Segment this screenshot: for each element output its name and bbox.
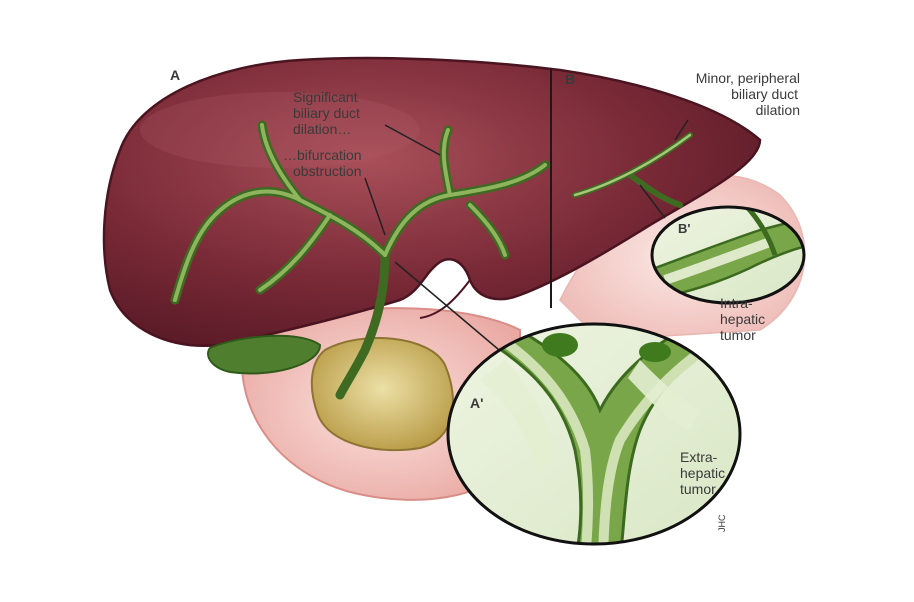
label-extra-3: tumor — [680, 481, 716, 497]
panel-label-a-prime: A' — [470, 395, 483, 411]
label-significant-3: dilation… — [293, 121, 351, 137]
label-extra-1: Extra- — [680, 449, 718, 465]
label-bifurcation-1: …bifurcation — [283, 147, 362, 163]
bile-duct-tree — [170, 120, 693, 400]
label-intra-3: tumor — [720, 327, 756, 343]
pancreatic-mass — [310, 337, 454, 452]
label-significant-2: biliary duct — [293, 105, 360, 121]
panel-label-a: A — [170, 67, 180, 83]
label-minor-1: Minor, peripheral — [696, 70, 800, 86]
label-minor-3: dilation — [756, 102, 800, 118]
gallbladder — [207, 334, 322, 375]
label-bifurcation-2: obstruction — [293, 163, 361, 179]
label-intra-1: Intra- — [720, 295, 753, 311]
magnified-view-a-prime — [446, 322, 742, 546]
label-significant-1: Significant — [293, 89, 358, 105]
label-intra-2: hepatic — [720, 311, 765, 327]
panel-label-b-prime: B' — [678, 221, 690, 236]
labels: A B A' B' Significant biliary duct dilat… — [170, 67, 800, 532]
magnified-view-b-prime — [650, 205, 806, 305]
label-minor-2: biliary duct — [731, 86, 798, 102]
panel-label-b: B — [565, 71, 575, 87]
artist-credit: JHC — [717, 514, 727, 532]
label-extra-2: hepatic — [680, 465, 725, 481]
